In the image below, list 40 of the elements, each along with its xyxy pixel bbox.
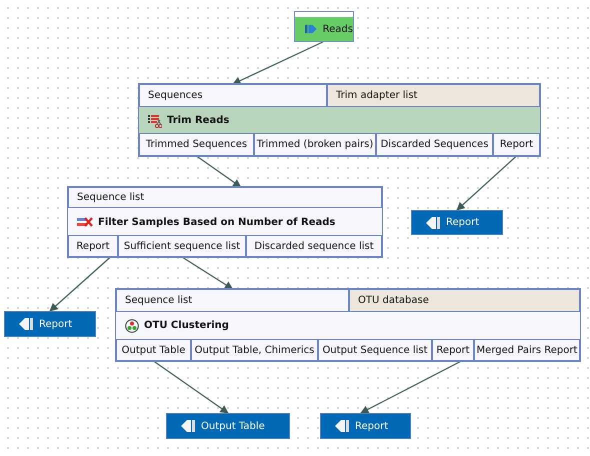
output-port: Report: [493, 133, 540, 156]
input-node: [294, 11, 354, 42]
output-button: [4, 311, 96, 337]
connector-arrow: [456, 156, 517, 211]
input-port: Sequence list: [116, 289, 349, 312]
node-label: Output Table: [201, 420, 265, 432]
input-port: OTU database: [349, 289, 580, 312]
input-port: Trim adapter list: [327, 84, 540, 107]
output-port: Trimmed (broken pairs): [254, 133, 376, 156]
tool-title: OTU Clustering: [144, 320, 229, 331]
connector-arrow: [360, 360, 462, 414]
connector-arrow: [153, 360, 229, 414]
tool-title: Trim Reads: [167, 115, 230, 126]
output-port: Merged Pairs Report: [474, 339, 580, 361]
node-label: Report: [355, 420, 388, 432]
node-label: Reads: [322, 24, 353, 34]
connector-arrow: [182, 256, 234, 290]
tool-block: [138, 83, 541, 157]
output-port: Discarded Sequences: [376, 133, 493, 156]
output-port: Report: [432, 339, 474, 361]
node-label: Report: [446, 217, 480, 228]
connector-arrow: [49, 256, 111, 312]
output-port: Discarded sequence list: [246, 235, 382, 257]
output-port: Output Sequence list: [318, 339, 432, 361]
input-port: Sequence list: [68, 187, 382, 208]
node-label: Report: [39, 318, 72, 330]
output-port: Sufficient sequence list: [118, 235, 246, 257]
tool-block: [67, 186, 383, 258]
output-port: Output Table: [116, 339, 191, 361]
output-button: [411, 210, 503, 235]
output-port: Trimmed Sequences: [139, 133, 254, 156]
input-port: Sequences: [139, 84, 327, 107]
output-port: Output Table, Chimerics: [191, 339, 318, 361]
output-port: Report: [68, 235, 118, 257]
tool-title: Filter Samples Based on Number of Reads: [98, 216, 336, 228]
output-button: [166, 413, 290, 439]
output-button: [320, 413, 411, 439]
connector-arrow: [196, 156, 242, 188]
tool-block: [115, 288, 581, 362]
connector-arrow: [232, 41, 324, 85]
